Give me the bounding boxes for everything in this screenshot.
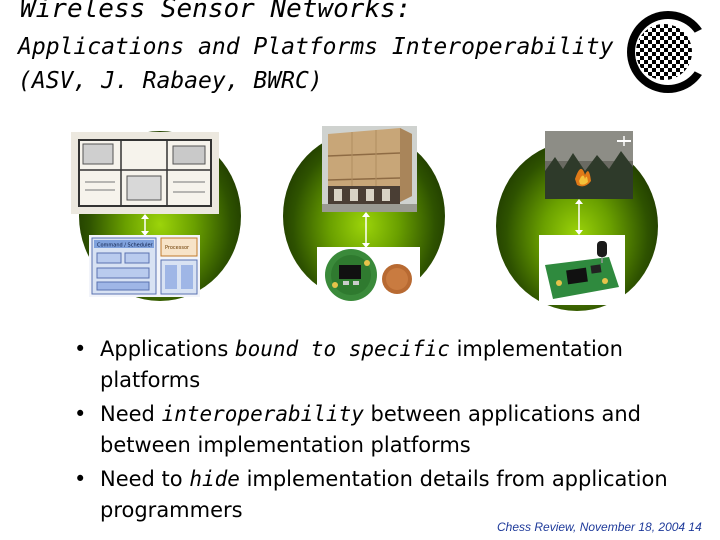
- connector-arrow-1: [141, 214, 149, 236]
- bullet-emphasis: bound to specific: [234, 337, 450, 361]
- bullet-run: Need: [100, 402, 162, 426]
- bullet-run: implementation details from application …: [100, 467, 668, 522]
- bullet-glyph: •: [74, 337, 87, 361]
- subtitle-line-1: Applications and Platforms Interoperabil…: [18, 34, 614, 60]
- bullet-glyph: •: [74, 467, 87, 491]
- checkered-c-logo-icon: [627, 11, 712, 93]
- building-image: [322, 126, 417, 212]
- bullet-text: Need to hide implementation details from…: [100, 467, 668, 522]
- slide-title: Wireless Sensor Networks:: [20, 0, 412, 24]
- bullet-run: between applications and between impleme…: [100, 402, 641, 457]
- sensor-board-image: [539, 235, 625, 305]
- bullet-text: Need interoperability between applicatio…: [100, 402, 641, 457]
- sensor-node-coin-image: [317, 247, 420, 304]
- block-label-scheduler: Command / Scheduler: [97, 243, 154, 249]
- block-label-processor: Processor: [165, 245, 190, 251]
- forest-fire-image: [545, 131, 633, 199]
- bullet-item: • Need interoperability between applicat…: [74, 399, 674, 461]
- bullet-list: • Applications bound to specific impleme…: [74, 334, 674, 529]
- bullet-run: Applications: [100, 337, 235, 361]
- bullet-emphasis: interoperability: [161, 402, 364, 426]
- bullet-emphasis: hide: [189, 467, 240, 491]
- block-diagram-image: Command / Scheduler Processor: [89, 235, 200, 297]
- bullet-glyph: •: [74, 402, 87, 426]
- connector-arrow-3: [575, 199, 583, 235]
- connector-arrow-2: [362, 212, 370, 248]
- subtitle-line-2: (ASV, J. Rabaey, BWRC): [18, 68, 323, 94]
- bullet-item: • Applications bound to specific impleme…: [74, 334, 674, 396]
- bullet-run: Need to: [100, 467, 190, 491]
- slide-footer: Chess Review, November 18, 2004 14: [497, 520, 702, 534]
- bullet-item: • Need to hide implementation details fr…: [74, 464, 674, 526]
- slide-subtitle: Applications and Platforms Interoperabil…: [18, 30, 613, 98]
- bullet-text: Applications bound to specific implement…: [100, 337, 623, 392]
- bullet-run: implementation platforms: [100, 337, 623, 392]
- floor-plan-image: [71, 132, 219, 214]
